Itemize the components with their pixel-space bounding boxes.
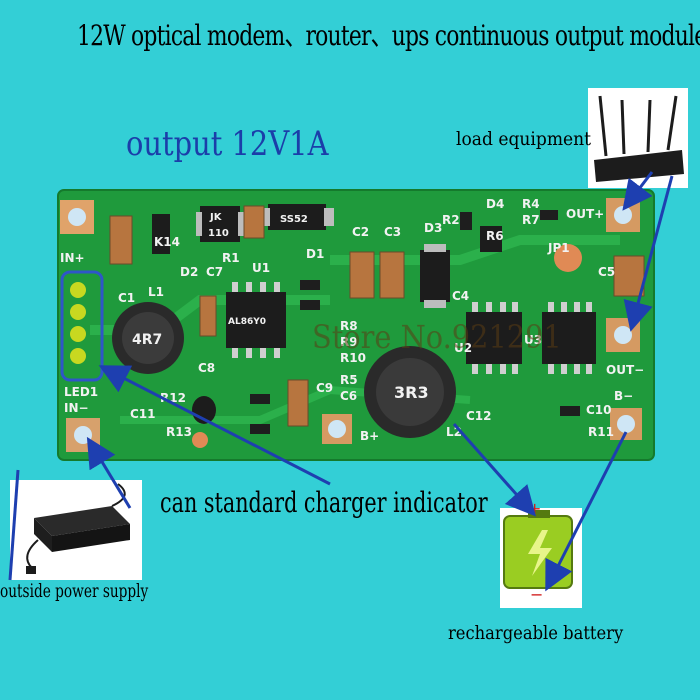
pcb-label-out-minus: OUT− [606,363,644,377]
capacitor-c2 [349,251,375,299]
pcb-ref-c11: C11 [130,407,156,421]
store-watermark: Store No.921291 [312,318,562,356]
pcb-ref-r9: R9 [340,335,358,349]
jumper-jp [192,432,208,448]
capacitor-c1 [109,215,133,265]
pcb-ref-c2: C2 [352,225,369,239]
transistor-k14 [152,214,170,254]
pad-out-plus [606,198,640,232]
pcb-label-in-plus: IN+ [60,251,85,265]
led-header [60,270,104,382]
pcb-ref-r10: R10 [340,351,366,365]
resistor [300,300,320,310]
pcb-ref-r13: R13 [166,425,192,439]
arrow-router-to-out-minus [623,175,674,332]
diode-d1 [260,204,334,230]
resistor [560,406,580,416]
pcb-ref-r7: R7 [522,213,540,227]
capacitor-c9 [287,379,309,427]
pcb-ref-k14: K14 [154,235,180,249]
diode-d2 [196,206,244,242]
resistor [250,424,270,434]
capacitor-c7 [199,295,217,337]
pcb-ref-d2: D2 [180,265,198,279]
arrow-b-minus-to-battery [545,431,628,592]
power-adapter-icon [10,480,142,580]
pad-in-plus [60,200,94,234]
pcb-ref-c10: C10 [586,403,612,417]
pcb-label-b-plus: B+ [360,429,379,443]
diode-d3 [420,244,450,308]
pad-out-minus [606,318,640,352]
pcb-ref-u1: U1 [252,261,270,275]
pcb-ref-d4: D4 [486,197,504,211]
capacitor-r [243,205,265,239]
router-icon [588,88,688,188]
caption-rechargeable-battery: rechargeable battery [448,622,624,644]
jumper-jp1 [554,244,582,272]
capacitor-c5 [613,255,645,297]
wire-adapter-left [8,469,20,581]
pcb-label-u1-chip: AL86Y0 [228,317,266,327]
pcb-label-jk: JK [209,212,223,223]
arrow-adapter-to-in-minus [86,436,132,509]
inductor-l1 [112,302,184,374]
resistor [460,212,472,230]
transistor-q [480,226,502,252]
pcb-ref-r11: R11 [588,425,614,439]
chip-u1 [226,282,286,358]
pcb-ref-d3: D3 [424,221,442,235]
pcb-ref-c7: C7 [206,265,223,279]
pcb-ref-l1: L1 [148,285,164,299]
inductor-l2 [364,346,456,438]
pcb-ref-c12: C12 [466,409,492,423]
resistor [540,210,558,220]
pad-in-minus [66,418,100,452]
pcb-label-led1: LED1 [64,385,98,399]
pcb-label-out-plus: OUT+ [566,207,604,221]
resistor [300,280,320,290]
pcb-ref-r4: R4 [522,197,540,211]
page-title: 12W optical modem、router、ups continuous … [77,19,700,52]
chip-u2 [466,302,522,374]
pcb-ref-jp1: JP1 [547,241,570,255]
pcb-ref-r6: R6 [486,229,504,243]
pcb-ref-c8: C8 [198,361,215,375]
pcb-ref-u3: U3 [524,333,542,347]
pcb-label-ss52: SS52 [280,214,308,225]
pcb-ref-r8: R8 [340,319,358,333]
pcb-ref-r1: R1 [222,251,240,265]
arrow-label-to-led [98,365,331,486]
pcb-label-110: 110 [208,228,229,239]
battery-minus-mark: − [530,585,543,604]
pcb-label-3r3: 3R3 [394,383,429,402]
arrow-b-plus-to-battery [452,423,536,517]
pcb-ref-c6: C6 [340,389,357,403]
pcb-ref-c3: C3 [384,225,401,239]
pcb-ref-c4: C4 [452,289,469,303]
caption-outside-power-supply: outside power supply [0,580,149,602]
pcb-ref-c9: C9 [316,381,333,395]
pcb-ref-r2: R2 [442,213,460,227]
pcb-ref-u2: U2 [454,341,472,355]
caption-charger-indicator: can standard charger indicator [160,486,488,519]
caption-load-equipment: load equipment [456,128,592,150]
pcb-board [57,189,655,461]
pcb-label-4r7: 4R7 [132,332,162,348]
pcb-label-in-minus: IN− [64,401,89,415]
output-rating-label: output 12V1A [126,124,329,164]
pcb-ref-r5: R5 [340,373,358,387]
pcb-ref-c5: C5 [598,265,615,279]
chip-u3 [542,302,596,374]
pad-b-plus [322,414,352,444]
pcb-label-b-minus: B− [614,389,633,403]
pcb-ref-c1: C1 [118,291,135,305]
resistor [250,394,270,404]
arrow-router-to-out-plus [622,171,654,211]
capacitor-c3 [379,251,405,299]
pcb-ref-d1: D1 [306,247,324,261]
